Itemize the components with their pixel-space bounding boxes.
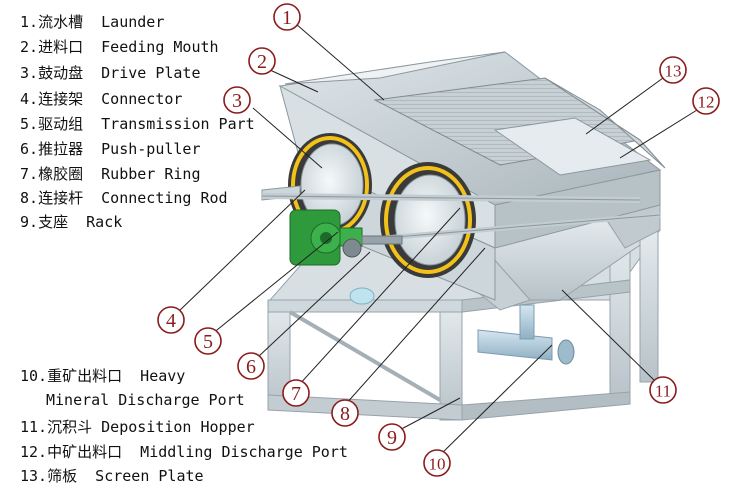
leader-lines <box>177 23 698 459</box>
callouts <box>157 3 720 477</box>
legend-top: 1.流水槽 Launder 2.进料口 Feeding Mouth 3.鼓动盘 … <box>20 12 280 237</box>
callout-8: 8 <box>340 403 350 425</box>
callout-1: 1 <box>282 7 292 29</box>
legend-item-10-cont: Mineral Discharge Port <box>46 391 245 409</box>
legend-item-8: 8.连接杆 Connecting Rod <box>20 189 228 207</box>
discharge-pipes <box>349 287 575 365</box>
legend-item-7: 7.橡胶圈 Rubber Ring <box>20 165 201 183</box>
callout-10: 10 <box>429 455 446 474</box>
callout-7: 7 <box>291 383 301 405</box>
callout-12: 12 <box>698 93 715 112</box>
legend-item-9: 9.支座 Rack <box>20 213 123 231</box>
callout-4: 4 <box>166 310 176 332</box>
callout-3: 3 <box>232 90 242 112</box>
connector <box>261 185 661 243</box>
transmission-part <box>289 209 403 266</box>
legend-item-4: 4.连接架 Connector <box>20 90 183 108</box>
legend-item-5: 5.驱动组 Transmission Part <box>20 115 255 133</box>
legend-item-13: 13.筛板 Screen Plate <box>20 467 204 485</box>
legend-item-2: 2.进料口 Feeding Mouth <box>20 38 219 56</box>
legend-item-3: 3.鼓动盘 Drive Plate <box>20 64 201 82</box>
callout-11: 11 <box>655 382 671 401</box>
drive-plate-right <box>380 162 476 278</box>
callout-2: 2 <box>257 51 267 73</box>
callout-13: 13 <box>665 62 682 81</box>
launder <box>284 51 652 176</box>
legend-item-1: 1.流水槽 Launder <box>20 13 165 31</box>
legend-item-11: 11.沉积斗 Deposition Hopper <box>20 418 255 436</box>
legend-item-6: 6.推拉器 Push-puller <box>20 140 201 158</box>
legend-item-10: 10.重矿出料口 Heavy <box>20 367 186 385</box>
callout-6: 6 <box>246 356 256 378</box>
legend-item-12: 12.中矿出料口 Middling Discharge Port <box>20 443 348 461</box>
callout-9: 9 <box>387 427 397 449</box>
legend-bottom: 10.重矿出料口 Heavy Mineral Discharge Port 11… <box>20 366 390 491</box>
callout-5: 5 <box>203 331 213 353</box>
